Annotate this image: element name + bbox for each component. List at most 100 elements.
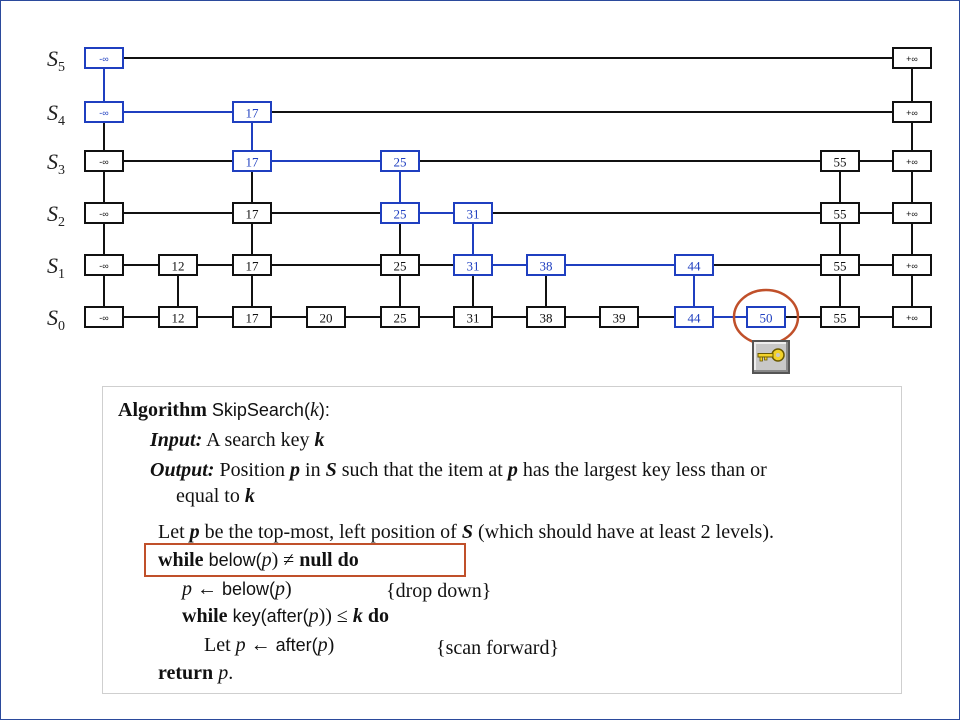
node-box [453,306,493,328]
node-box [84,101,124,123]
input-var: k [314,429,325,451]
output-text3: such that the item at [336,459,508,481]
let-after-line: Let p ← after(p) [204,633,334,657]
node-key: 12 [172,311,185,326]
node-box [84,150,124,172]
node-s3-1: 17 [232,150,272,172]
node-key: 17 [246,311,260,326]
output-k: k [244,485,255,507]
comment-drop-down: {drop down} [386,579,491,603]
node-box [158,254,198,276]
output-S: S [325,459,337,481]
node-key: 55 [834,311,847,326]
algorithm-name-end: ): [318,400,330,420]
node-key: 55 [834,155,847,170]
node-s4-2: +∞ [892,101,932,123]
node-key: +∞ [906,157,918,167]
comment-scan-forward: {scan forward} [436,636,559,660]
let2-fn: after( [275,635,318,655]
node-key: 17 [246,155,260,170]
node-s2-5: +∞ [892,202,932,224]
key-glyph [757,348,785,362]
output-line: Output: Position p in S such that the it… [150,458,767,482]
algorithm-box [102,386,902,694]
node-s2-0: -∞ [84,202,124,224]
let-S: S [461,521,473,543]
return-p: p [218,662,229,684]
let2-text: Let [204,634,236,656]
level-label-s5: S5 [47,46,65,75]
assign1-fn: below( [222,579,276,599]
node-s0-5: 31 [453,306,493,328]
node-key: 25 [394,259,407,274]
node-key: 31 [467,207,480,222]
node-key: +∞ [906,54,918,64]
while2-fn: key(after( [232,606,309,626]
node-s1-6: 44 [674,254,714,276]
level-subscript: 0 [58,319,65,334]
node-box [892,254,932,276]
output-text1: Position [219,459,291,481]
level-label-s3: S3 [47,149,65,178]
level-subscript: 2 [58,215,65,230]
node-s2-3: 31 [453,202,493,224]
highlight-box-while [144,543,466,577]
node-s2-2: 25 [380,202,420,224]
node-s1-1: 12 [158,254,198,276]
node-key: 50 [760,311,773,326]
input-text: A search key [206,429,315,451]
let2-p: p [235,634,246,656]
while1-null: null [299,549,333,571]
output-p: p [290,459,301,481]
node-box [674,306,714,328]
node-box [232,254,272,276]
level-subscript: 1 [58,267,65,282]
level-label-s0: S0 [47,305,65,334]
node-box [84,47,124,69]
node-box [232,202,272,224]
node-box [892,202,932,224]
node-key: 31 [467,311,480,326]
node-key: 25 [394,155,407,170]
let-text2: be the top-most, left position of [199,521,462,543]
node-box [380,306,420,328]
node-box [158,306,198,328]
node-box [892,306,932,328]
node-s0-8: 44 [674,306,714,328]
node-box [380,202,420,224]
node-key: 55 [834,207,847,222]
output-text5: equal to [176,485,245,507]
node-box [599,306,639,328]
return-line: return p. [158,661,233,685]
assign1-close: ) [285,578,292,600]
let2-arrow: ← [245,634,276,656]
while1-p: p [261,549,272,571]
node-key: -∞ [99,157,108,167]
node-s1-2: 17 [232,254,272,276]
node-s0-9: 50 [746,306,786,328]
node-box [526,306,566,328]
node-s0-10: 55 [820,306,860,328]
node-box [820,306,860,328]
output-text4: has the largest key less than or [517,459,767,481]
node-s3-4: +∞ [892,150,932,172]
while-below-line: while below(p) ≠ null do [158,548,359,572]
node-box [306,306,346,328]
node-s2-1: 17 [232,202,272,224]
node-box [892,47,932,69]
node-box [892,101,932,123]
level-label-s1: S1 [47,253,65,282]
node-key: -∞ [99,209,108,219]
let-line: Let p be the top-most, left position of … [158,520,774,544]
level-subscript: 3 [58,163,65,178]
input-label: Input: [150,429,203,451]
node-s0-11: +∞ [892,306,932,328]
while2-kw: while [182,605,228,627]
node-key: +∞ [906,261,918,271]
node-s3-3: 55 [820,150,860,172]
level-label-s4: S4 [47,100,65,129]
node-key: 17 [246,106,260,121]
node-key: 44 [688,311,702,326]
node-s0-3: 20 [306,306,346,328]
